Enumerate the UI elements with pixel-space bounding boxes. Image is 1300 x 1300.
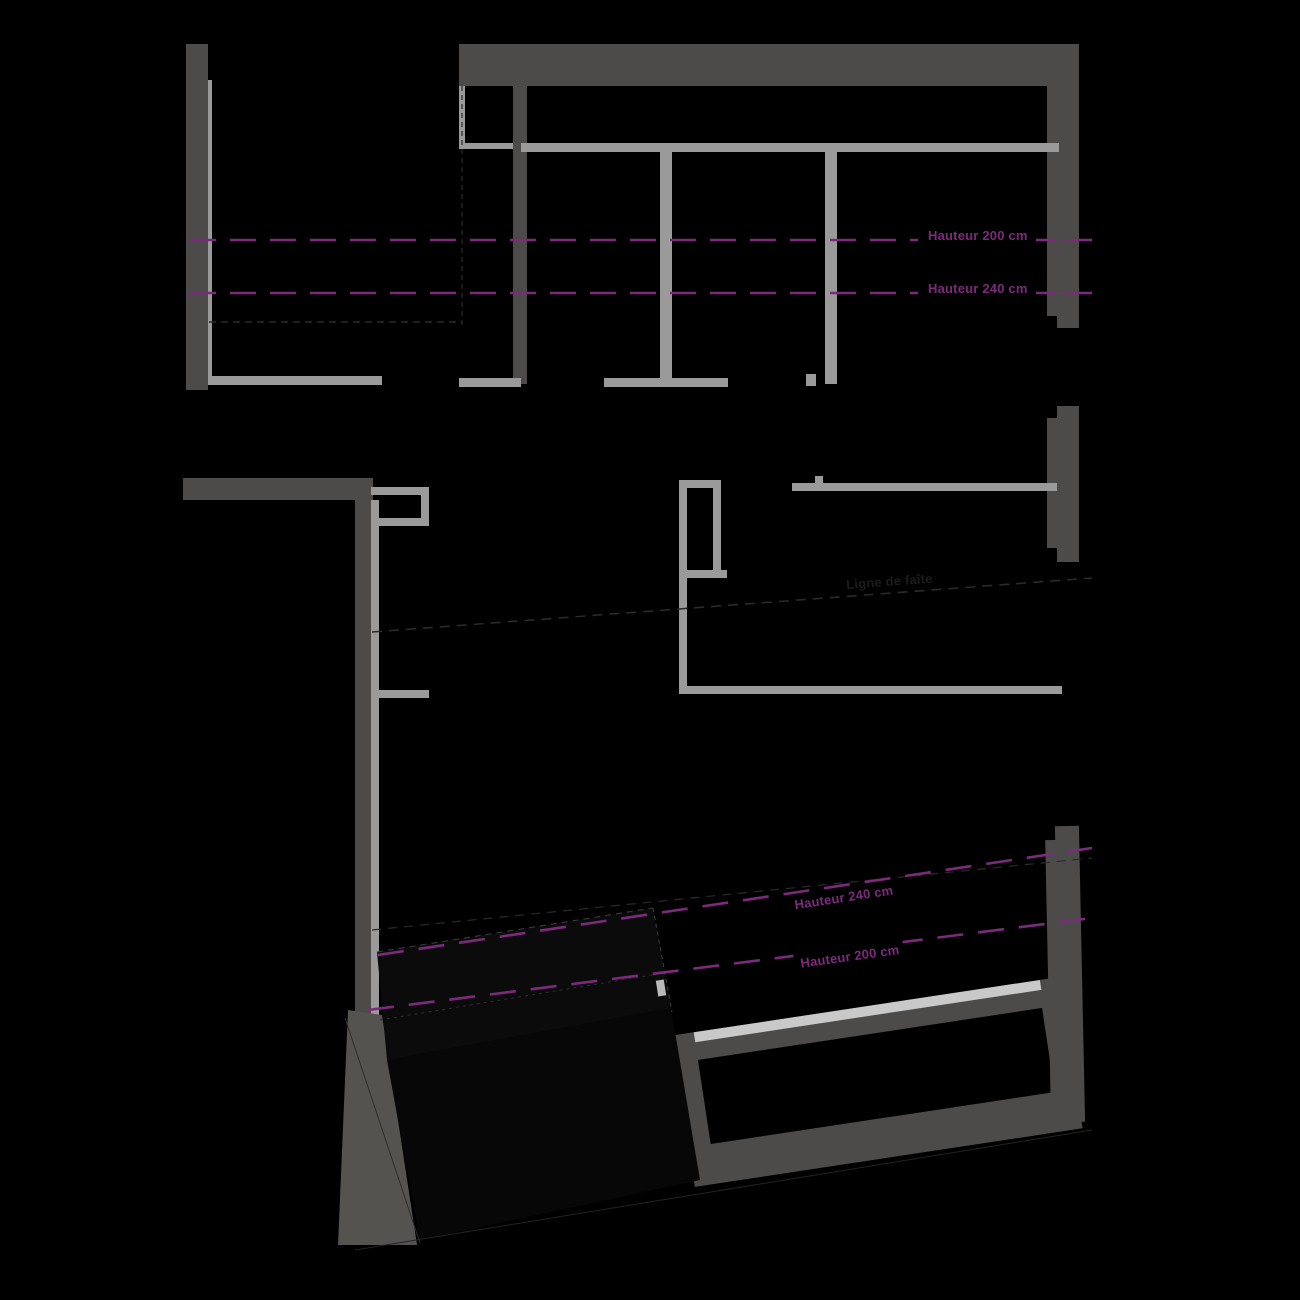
height-line-240-upper-group: Hauteur 240 cm: [190, 281, 1092, 299]
wall-exterior-top: [459, 44, 1079, 86]
height-label-240-upper: Hauteur 240 cm: [928, 281, 1028, 296]
wall-middle-north: [792, 483, 1057, 491]
wall-lining-middle-vertical: [371, 500, 379, 1040]
wall-exterior-right-upper-body: [1057, 86, 1079, 324]
height-label-200-lower-backdrop: [793, 939, 905, 973]
wall-shaft-bottom: [679, 570, 727, 578]
wall-middle-room-bottom: [679, 686, 1057, 694]
wall-shaft-top: [679, 480, 721, 488]
wall-middle-room-bottom-end: [1052, 686, 1062, 694]
wall-tapered-bottom-left: [338, 1010, 417, 1245]
wall-stub-bottom-room1-left: [604, 378, 672, 387]
roof-outline-left: [344, 1017, 421, 1244]
ridge-label: Ligne de faîte: [846, 571, 933, 592]
wall-small-room-top: [371, 487, 429, 495]
wall-partition-vertical-dark: [513, 86, 527, 384]
lower-room-rotated: [672, 976, 1083, 1187]
wall-stub-bottom-room1-right: [660, 378, 728, 387]
height-label-200-upper: Hauteur 200 cm: [928, 228, 1028, 243]
wall-exterior-left-upper-cap: [186, 44, 208, 56]
wall-middle-north-nub: [815, 476, 823, 484]
wall-partition-vestibule-bottom: [459, 143, 521, 149]
roof-outline-top: [376, 907, 654, 953]
lower-room-wall-south: [688, 1088, 1083, 1187]
wall-exterior-left-upper: [186, 44, 208, 390]
ridge-line-group: Ligne de faîte: [371, 568, 1093, 633]
wall-small-room-bottom: [371, 518, 429, 526]
wall-shaft-left: [679, 480, 687, 580]
wall-corridor-south: [521, 143, 1059, 152]
wall-exterior-right-upper-step: [1047, 86, 1059, 316]
wall-exterior-middle-top-cap: [183, 478, 199, 492]
height-label-240-upper-backdrop: [918, 281, 1036, 299]
lower-room-lining-north: [693, 979, 1042, 1043]
ridge-label-backdrop: [839, 568, 937, 592]
ridge-line-dashed: [371, 577, 1093, 633]
roof-footprint-upper: [377, 908, 671, 1060]
roof-footprint-lower: [387, 1008, 700, 1240]
wall-middle-room-left: [679, 578, 687, 690]
wall-stub-bottom-vestibule: [459, 378, 521, 387]
wall-exterior-right-middle: [1057, 406, 1079, 556]
height-line-200-upper-group: Hauteur 200 cm: [190, 228, 1092, 246]
wall-stub-bottom-room2: [806, 374, 816, 386]
height-label-200-upper-backdrop: [918, 228, 1036, 246]
lower-room-wall-east: [1037, 976, 1083, 1131]
middle-floor-section: Ligne de faîte: [183, 476, 1093, 1040]
wall-partition-room-1-lower: [660, 290, 672, 380]
wall-stub-bottom-left: [208, 376, 382, 385]
lower-wall-nub: [655, 979, 667, 997]
wall-inner-lining-left: [208, 80, 212, 380]
wall-exterior-middle-top: [183, 478, 371, 500]
wall-partition-room-2: [825, 149, 837, 384]
upper-floor-section: Hauteur 200 cm Hauteur 240 cm: [186, 44, 1092, 390]
lower-floor-section: Hauteur 240 cm Hauteur 200 cm: [338, 825, 1093, 1251]
wall-exterior-right-upper-notch: [1057, 310, 1079, 328]
wall-stub-middle-right: [371, 690, 429, 698]
roof-ridge-guide-upper: [371, 857, 1093, 931]
height-label-240-lower-backdrop: [787, 879, 899, 915]
wall-exterior-right-middle-notch: [1057, 548, 1079, 562]
wall-small-room-right: [421, 487, 429, 524]
roof-outline-right: [652, 907, 673, 1013]
wall-shaft-right: [713, 480, 721, 570]
wall-exterior-middle-vertical: [355, 478, 373, 1038]
roof-outline-bottom: [354, 1129, 1093, 1251]
